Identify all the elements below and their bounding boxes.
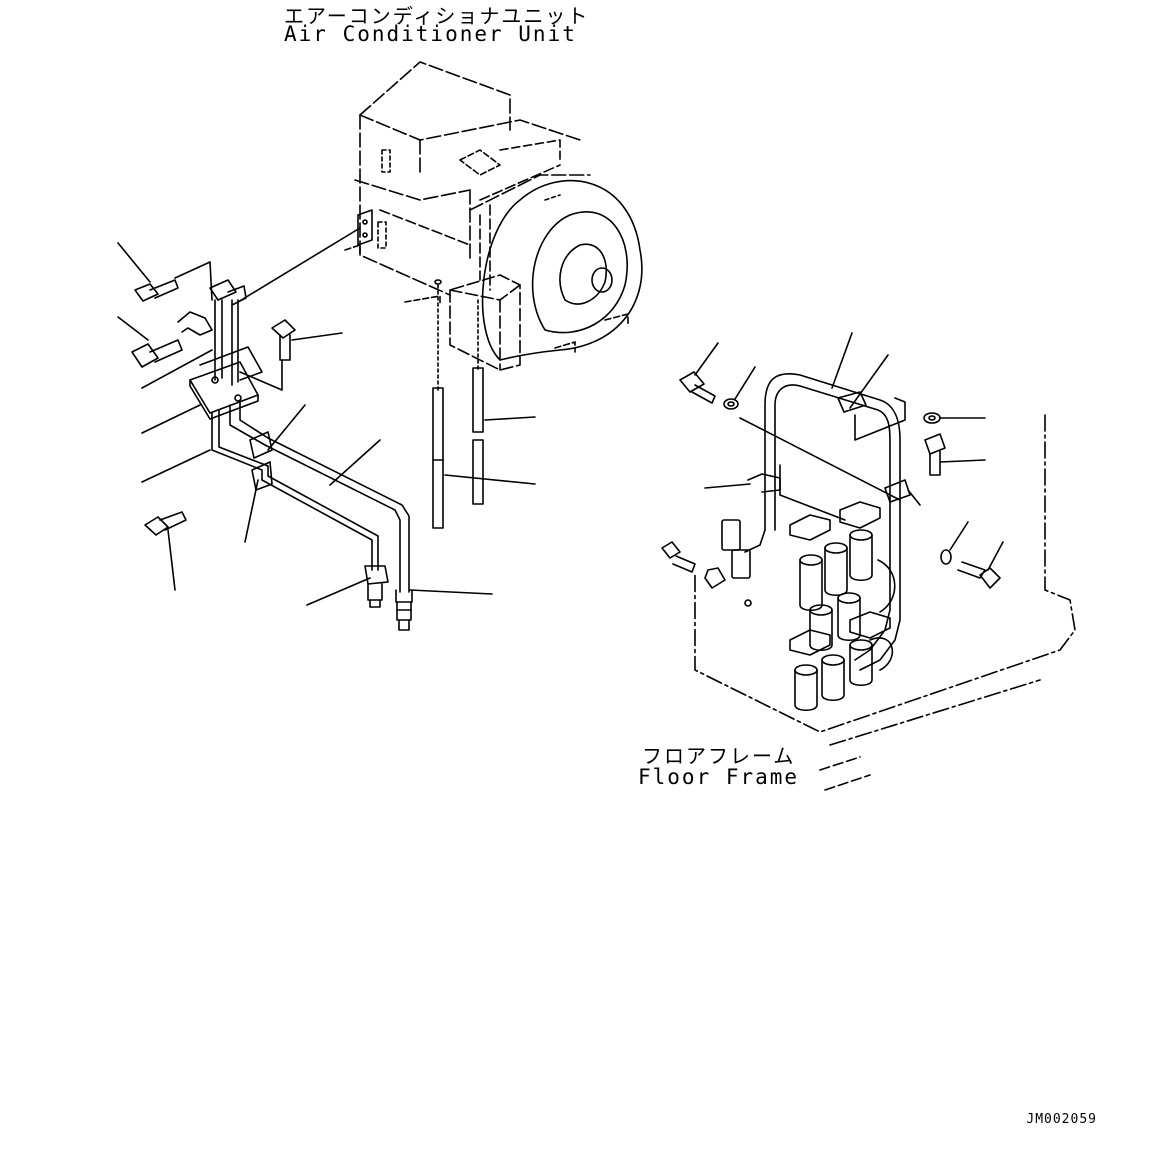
bolt-right-lower: [958, 542, 1003, 588]
bolt-right-upper: [680, 343, 718, 403]
document-id: JM002059: [1026, 1112, 1097, 1127]
refrigerant-pipe-assembly: [118, 228, 492, 630]
bolt-lower-left: [145, 512, 186, 590]
floor-frame-assembly: [662, 333, 1075, 790]
bolt-left: [118, 317, 182, 367]
floor-frame-label-jp: フロアフレーム: [642, 744, 796, 768]
ac-unit-label-jp: エアーコンディショナユニット: [284, 4, 590, 28]
air-conditioner-unit: [345, 62, 642, 370]
bolt-upper-left: [118, 243, 178, 301]
valve-bank: [790, 502, 895, 710]
ac-unit-label-en: Air Conditioner Unit: [284, 22, 577, 46]
floor-frame-label-en: Floor Frame: [638, 765, 800, 789]
bolt-plate: [272, 320, 342, 360]
drain-hoses: [433, 280, 535, 528]
